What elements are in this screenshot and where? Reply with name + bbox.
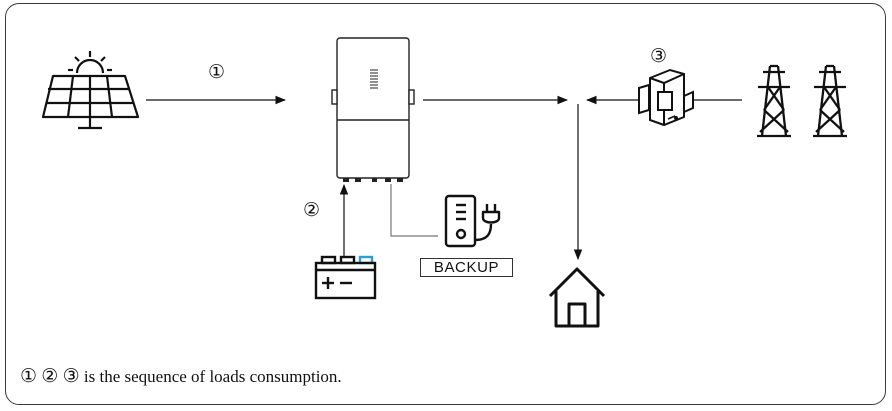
backup-label: BACKUP [420, 258, 513, 277]
caption-seq-1: ① [20, 365, 38, 387]
house-icon [548, 267, 606, 328]
current-transformer-icon [638, 68, 694, 127]
caption-text: is the sequence of loads consumption. [83, 367, 342, 386]
caption-seq-2: ② [41, 365, 59, 387]
backup-connection-line [390, 184, 438, 237]
caption-seq-3: ③ [62, 365, 80, 387]
inverter-icon [331, 37, 415, 182]
diagram-frame [5, 3, 886, 405]
sequence-label-1: ① [208, 62, 226, 83]
sequence-label-3: ③ [650, 46, 668, 67]
battery-icon [314, 255, 377, 300]
power-tower-icon [757, 64, 847, 138]
sequence-label-2: ② [303, 200, 321, 221]
backup-load-icon [444, 194, 501, 248]
caption: ① ② ③ is the sequence of loads consumpti… [20, 365, 342, 387]
solar-panel-icon [41, 51, 140, 130]
